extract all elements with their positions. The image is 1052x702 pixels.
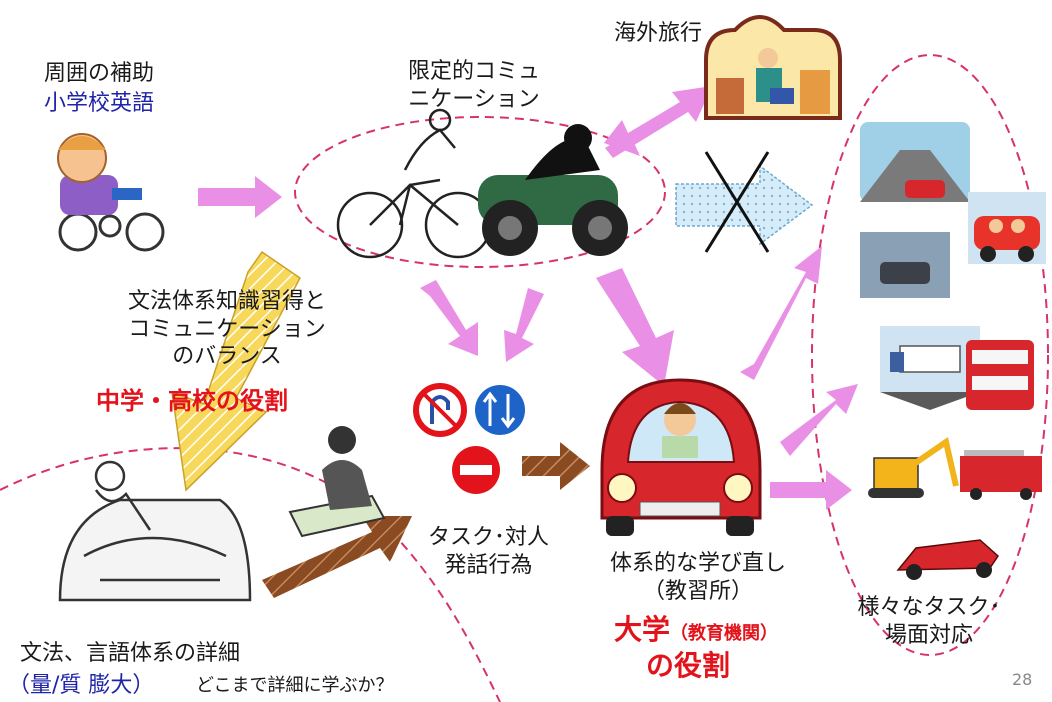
arrow-task-to-car xyxy=(522,442,590,490)
quantity-label: （量/質 膨大） xyxy=(8,673,155,698)
various-tasks-ellipse xyxy=(811,54,1049,656)
blocked-arrow xyxy=(675,164,814,246)
travel-postcard-icon xyxy=(704,15,842,120)
arrow-ellipse-to-signs-left xyxy=(420,280,478,356)
arrow-travel-to-bike xyxy=(604,95,698,156)
relearn-label: 体系的な学び直し （教習所） xyxy=(609,551,786,604)
one-way-sign-icon xyxy=(475,385,525,435)
support-label: 周囲の補助 xyxy=(44,61,155,86)
various-label: 様々なタスク･ 場面対応 xyxy=(857,595,1001,648)
limited-comm-label: 限定的コミュ ニケーション xyxy=(408,59,541,112)
cross-line-2 xyxy=(704,151,770,253)
univ-big-label: 大学 xyxy=(614,613,671,646)
mechanic-car-icon xyxy=(58,460,252,602)
grammar-detail-label: 文法、言語体系の詳細 xyxy=(20,641,241,666)
balance-arrow xyxy=(171,250,301,492)
family-car-icon xyxy=(968,192,1046,264)
page-number: 28 xyxy=(1012,670,1033,689)
balance-label: 文法体系知識習得と コミュニケーション のバランス xyxy=(127,289,326,369)
motorcycle-rider-icon xyxy=(478,124,628,256)
arrow-car-to-trucks xyxy=(780,384,858,456)
race-car-icon xyxy=(896,539,999,580)
travel-label: 海外旅行 xyxy=(614,21,703,46)
bicycle-rider-icon xyxy=(336,108,492,259)
truck-icon xyxy=(880,326,980,410)
univ-role-label: の役割 xyxy=(646,649,731,682)
no-entry-sign-icon xyxy=(452,446,500,494)
road-car-icon xyxy=(860,122,970,202)
univ-label: 大学（教育機関） xyxy=(614,612,778,647)
arrow-car-up-right xyxy=(740,246,822,380)
arrow-child-to-bike xyxy=(198,176,282,218)
student-writing-icon xyxy=(288,426,386,538)
question-label: どこまで詳細に学ぶか？ xyxy=(196,675,394,696)
task-label: タスク･対人 発話行為 xyxy=(428,525,550,578)
arrow-ellipse-to-car xyxy=(596,268,674,386)
arrow-ellipse-to-signs-right xyxy=(504,288,544,362)
limited-comm-ellipse xyxy=(294,116,666,268)
no-uturn-sign-icon xyxy=(413,383,467,437)
elementary-english-label: 小学校英語 xyxy=(44,91,155,116)
fire-truck-icon xyxy=(960,450,1042,500)
univ-small-label: （教育機関） xyxy=(670,623,779,644)
cartoon-car-driver-icon xyxy=(600,378,762,536)
arrow-car-right xyxy=(770,470,852,510)
excavator-icon xyxy=(868,437,959,498)
child-tricycle-icon xyxy=(57,133,165,252)
role-jhs-hs-label: 中学・高校の役割 xyxy=(96,387,288,415)
suv-icon xyxy=(860,232,950,298)
arrow-grammar-to-task xyxy=(262,516,412,598)
bus-icon xyxy=(966,340,1034,410)
